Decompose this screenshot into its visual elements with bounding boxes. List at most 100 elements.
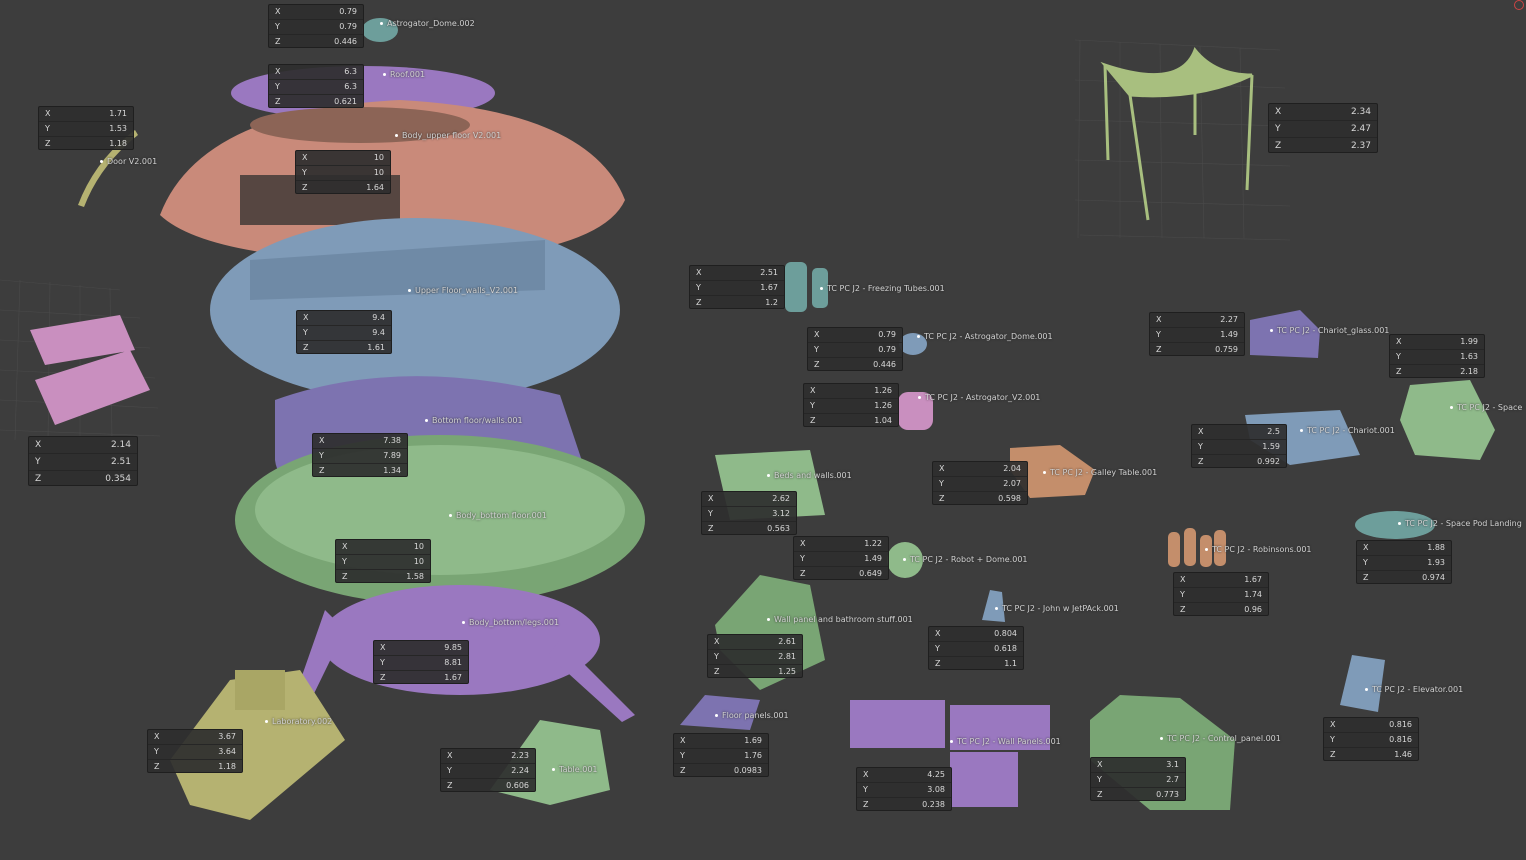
bottom-floor-walls-object-label[interactable]: Bottom floor/walls.001 — [425, 416, 523, 425]
dimension-value[interactable]: 4.25 — [927, 770, 945, 779]
dimension-value[interactable]: 2.34 — [1350, 107, 1371, 117]
laboratory-object-label[interactable]: Laboratory.002 — [265, 717, 332, 726]
dimension-value[interactable]: 2.37 — [1350, 141, 1371, 151]
dimension-value[interactable]: 0.238 — [922, 800, 945, 809]
dimension-value[interactable]: 2.24 — [511, 766, 529, 775]
space-pod-mesh[interactable] — [1400, 380, 1495, 460]
dimension-value[interactable]: 1.04 — [874, 416, 892, 425]
dimension-value[interactable]: 6.3 — [344, 82, 357, 91]
dimension-value[interactable]: 0.79 — [339, 7, 357, 16]
dimension-value[interactable]: 6.3 — [344, 67, 357, 76]
dimension-value[interactable]: 10 — [413, 542, 424, 551]
roof-001-object-label[interactable]: Roof.001 — [383, 70, 425, 79]
dimension-value[interactable]: 1.74 — [1244, 590, 1262, 599]
dimension-value[interactable]: 2.81 — [778, 652, 796, 661]
dimension-value[interactable]: 7.38 — [383, 436, 401, 445]
astrogator-dome-002-object-label[interactable]: Astrogator_Dome.002 — [380, 19, 475, 28]
dimension-value[interactable]: 2.27 — [1220, 315, 1238, 324]
canopy-mesh[interactable] — [1100, 47, 1254, 221]
dimension-value[interactable]: 1.76 — [744, 751, 762, 760]
body-bottom-floor-object-label[interactable]: Body_bottom floor.001 — [449, 511, 547, 520]
chariot-glass-object-label[interactable]: TC PC J2 - Chariot_glass.001 — [1270, 326, 1389, 335]
dimension-value[interactable]: 2.62 — [772, 494, 790, 503]
dimension-value[interactable]: 1.63 — [1460, 352, 1478, 361]
gizmo-icon[interactable] — [1514, 0, 1524, 10]
dimension-value[interactable]: 0.598 — [998, 494, 1021, 503]
dimension-value[interactable]: 1.64 — [366, 183, 384, 192]
floor-panels-object-label[interactable]: Floor panels.001 — [715, 711, 789, 720]
dimension-value[interactable]: 1.71 — [109, 109, 127, 118]
dimension-value[interactable]: 2.51 — [760, 268, 778, 277]
dimension-value[interactable]: 1.22 — [864, 539, 882, 548]
astrogator-dome-001-object-label[interactable]: TC PC J2 - Astrogator_Dome.001 — [917, 332, 1053, 341]
bathroom-stuff-object-label[interactable]: Wall panel and bathroom stuff.001 — [767, 615, 913, 624]
dimension-value[interactable]: 1.88 — [1427, 543, 1445, 552]
table-001-object-label[interactable]: Table.001 — [552, 765, 598, 774]
space-pod-landing-mesh[interactable] — [1355, 511, 1435, 539]
dimension-value[interactable]: 1.53 — [109, 124, 127, 133]
dimension-value[interactable]: 0.446 — [334, 37, 357, 46]
dimension-value[interactable]: 10 — [373, 168, 384, 177]
dimension-value[interactable]: 0.606 — [506, 781, 529, 790]
dimension-value[interactable]: 1.46 — [1394, 750, 1412, 759]
robot-dome-object-label[interactable]: TC PC J2 - Robot + Dome.001 — [903, 555, 1028, 564]
dimension-value[interactable]: 0.79 — [339, 22, 357, 31]
dimension-value[interactable]: 0.621 — [334, 97, 357, 106]
dimension-value[interactable]: 0.79 — [878, 330, 896, 339]
dimension-value[interactable]: 1.67 — [1244, 575, 1262, 584]
galley-table-object-label[interactable]: TC PC J2 - Galley Table.001 — [1043, 468, 1157, 477]
dimension-value[interactable]: 0.96 — [1244, 605, 1262, 614]
dimension-value[interactable]: 1.1 — [1004, 659, 1017, 668]
left-panels-mesh[interactable] — [30, 315, 150, 425]
dimension-value[interactable]: 1.2 — [765, 298, 778, 307]
dimension-value[interactable]: 9.85 — [444, 643, 462, 652]
dimension-value[interactable]: 10 — [413, 557, 424, 566]
dimension-value[interactable]: 0.563 — [767, 524, 790, 533]
dimension-value[interactable]: 1.26 — [874, 401, 892, 410]
